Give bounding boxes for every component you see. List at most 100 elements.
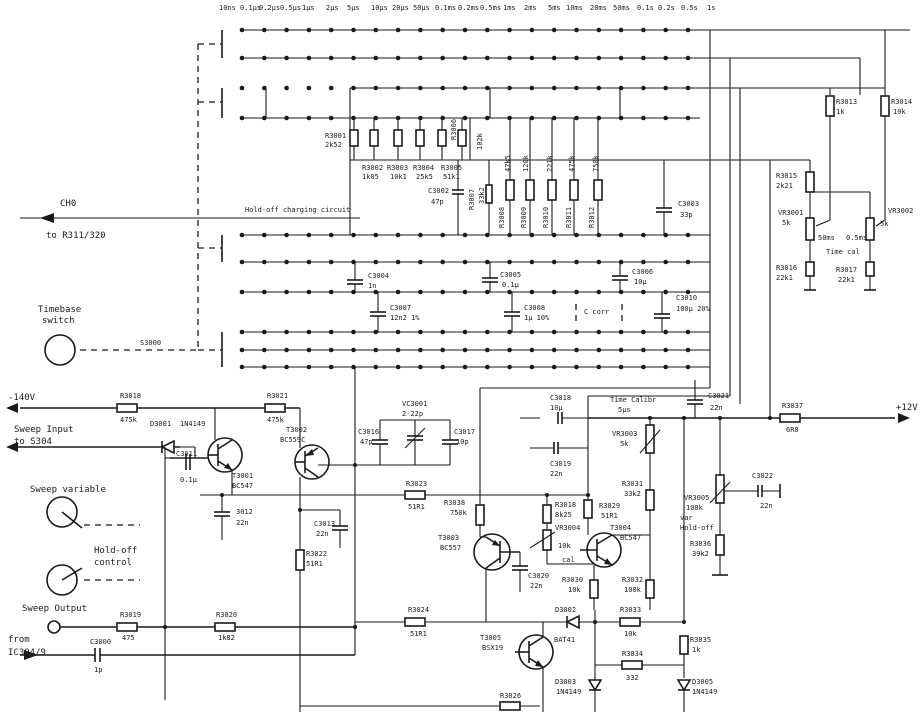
svg-text:Sweep Input: Sweep Input [14,425,74,435]
switch-contact-dot [685,347,691,353]
svg-text:8k25: 8k25 [555,511,572,519]
switch-contact-dot [239,27,245,33]
switch-contact-dot [395,347,401,353]
svg-text:51k1: 51k1 [443,173,460,181]
svg-text:VR3003: VR3003 [612,430,637,438]
svg-text:D3001: D3001 [150,420,171,428]
svg-text:0.5ms: 0.5ms [846,234,867,242]
svg-text:2k52: 2k52 [325,141,342,149]
timebase-switch-knob[interactable]: Timebase switch S3000 [38,305,161,366]
svg-text:R3033: R3033 [620,606,641,614]
svg-text:10μ: 10μ [634,278,647,286]
svg-text:Time cal: Time cal [826,248,860,256]
switch-contact-dot [663,259,668,265]
switch-contact-dot [551,55,557,61]
switch-contact-dot [663,364,668,370]
svg-text:120k: 120k [522,154,530,172]
switch-contact-dot [485,27,490,33]
range-label: 20μs [392,4,409,12]
svg-text:10p: 10p [456,438,469,446]
switch-contact-dot [418,232,423,238]
resistor [547,179,557,201]
switch-contact-dot [328,259,334,265]
switch-contact-dot [262,347,267,353]
switch-contact-dot [440,259,446,265]
switch-contact-dot [373,232,379,238]
svg-text:R3036: R3036 [690,540,711,548]
switch-contact-dot [618,55,624,61]
switch-contact-dot [284,347,289,353]
switch-contact-dot [663,347,668,353]
switch-contact-dot [685,364,691,370]
switch-contact-dot [641,115,646,121]
svg-text:R3009: R3009 [520,207,528,228]
svg-text:BSX19: BSX19 [482,644,503,652]
range-label: 0.5μs [280,4,301,12]
range-label: 20ms [590,4,607,12]
switch-contact-dot [284,329,289,335]
svg-text:22n: 22n [530,582,543,590]
switch-contact-dot [395,27,401,33]
svg-text:R3017: R3017 [836,266,857,274]
svg-text:10k: 10k [558,542,571,550]
svg-text:Sweep variable: Sweep variable [30,485,106,495]
range-label: 0.2s [658,4,675,12]
switch-contact-dot [507,27,512,33]
svg-text:R3011: R3011 [565,207,573,228]
switch-contact-dot [574,85,579,91]
svg-text:T3001: T3001 [232,472,253,480]
range-label: 2μs [326,4,339,12]
switch-contact-dot [551,115,557,121]
switch-contact-dot [507,364,512,370]
switch-contact-dot [685,289,691,295]
switch-contact-dot [529,27,535,33]
svg-text:475k: 475k [267,416,285,424]
svg-text:51R1: 51R1 [410,630,427,638]
switch-contact-dot [641,289,646,295]
ch0-output: CH0 to R311/320 Hold-off charging circui… [40,199,350,241]
svg-text:R3013: R3013 [836,98,857,106]
switch-contact-dot [507,289,512,295]
c3002-r3007 [452,160,493,235]
switch-contact-dot [507,347,512,353]
resistor-bank-top [265,88,770,235]
svg-text:Sweep Output: Sweep Output [22,604,87,614]
svg-text:2k21: 2k21 [776,182,793,190]
svg-text:50ms: 50ms [818,234,835,242]
switch-contact-dot [262,289,267,295]
switch-contact-dot [262,55,267,61]
switch-contact-dot [328,232,334,238]
range-label: 5μs [347,4,360,12]
svg-text:C3022: C3022 [752,472,773,480]
switch-contact-dot [529,115,535,121]
top-resistors [349,118,467,160]
resistor [593,179,603,201]
resistor [415,129,425,147]
switch-contact-dot [440,289,446,295]
switch-contact-dot [507,85,512,91]
svg-text:D3002: D3002 [555,606,576,614]
switch-contact-dot [328,347,334,353]
range-label: 10μs [371,4,388,12]
range-label: 1μs [302,4,315,12]
svg-text:R3031: R3031 [622,480,643,488]
switch-contact-dot [618,364,624,370]
switch-contact-dot [574,27,579,33]
switch-contact-dot [596,115,602,121]
svg-text:-140V: -140V [8,393,36,403]
switch-contact-dot [351,232,356,238]
switch-contact-dot [239,85,245,91]
range-label: 0.5ms [480,4,501,12]
switch-contact-dot [395,232,401,238]
svg-text:R3014: R3014 [891,98,912,106]
switch-contact-dot [641,347,646,353]
svg-text:10k: 10k [624,630,637,638]
switch-contact-dot [440,55,446,61]
time-cal-network: R3013 1k R3014 10k R3015 2k21 VR3001 5k … [769,30,913,418]
svg-text:BC557: BC557 [440,544,461,552]
switch-contact-dot [418,329,423,335]
top-resistor-labels: R3001 2k52 R3002 1k05 R3003 10k1 R3004 2… [325,119,486,210]
svg-text:C3019: C3019 [550,460,571,468]
switch-contact-dot [373,329,379,335]
switch-contact-dot [529,259,535,265]
